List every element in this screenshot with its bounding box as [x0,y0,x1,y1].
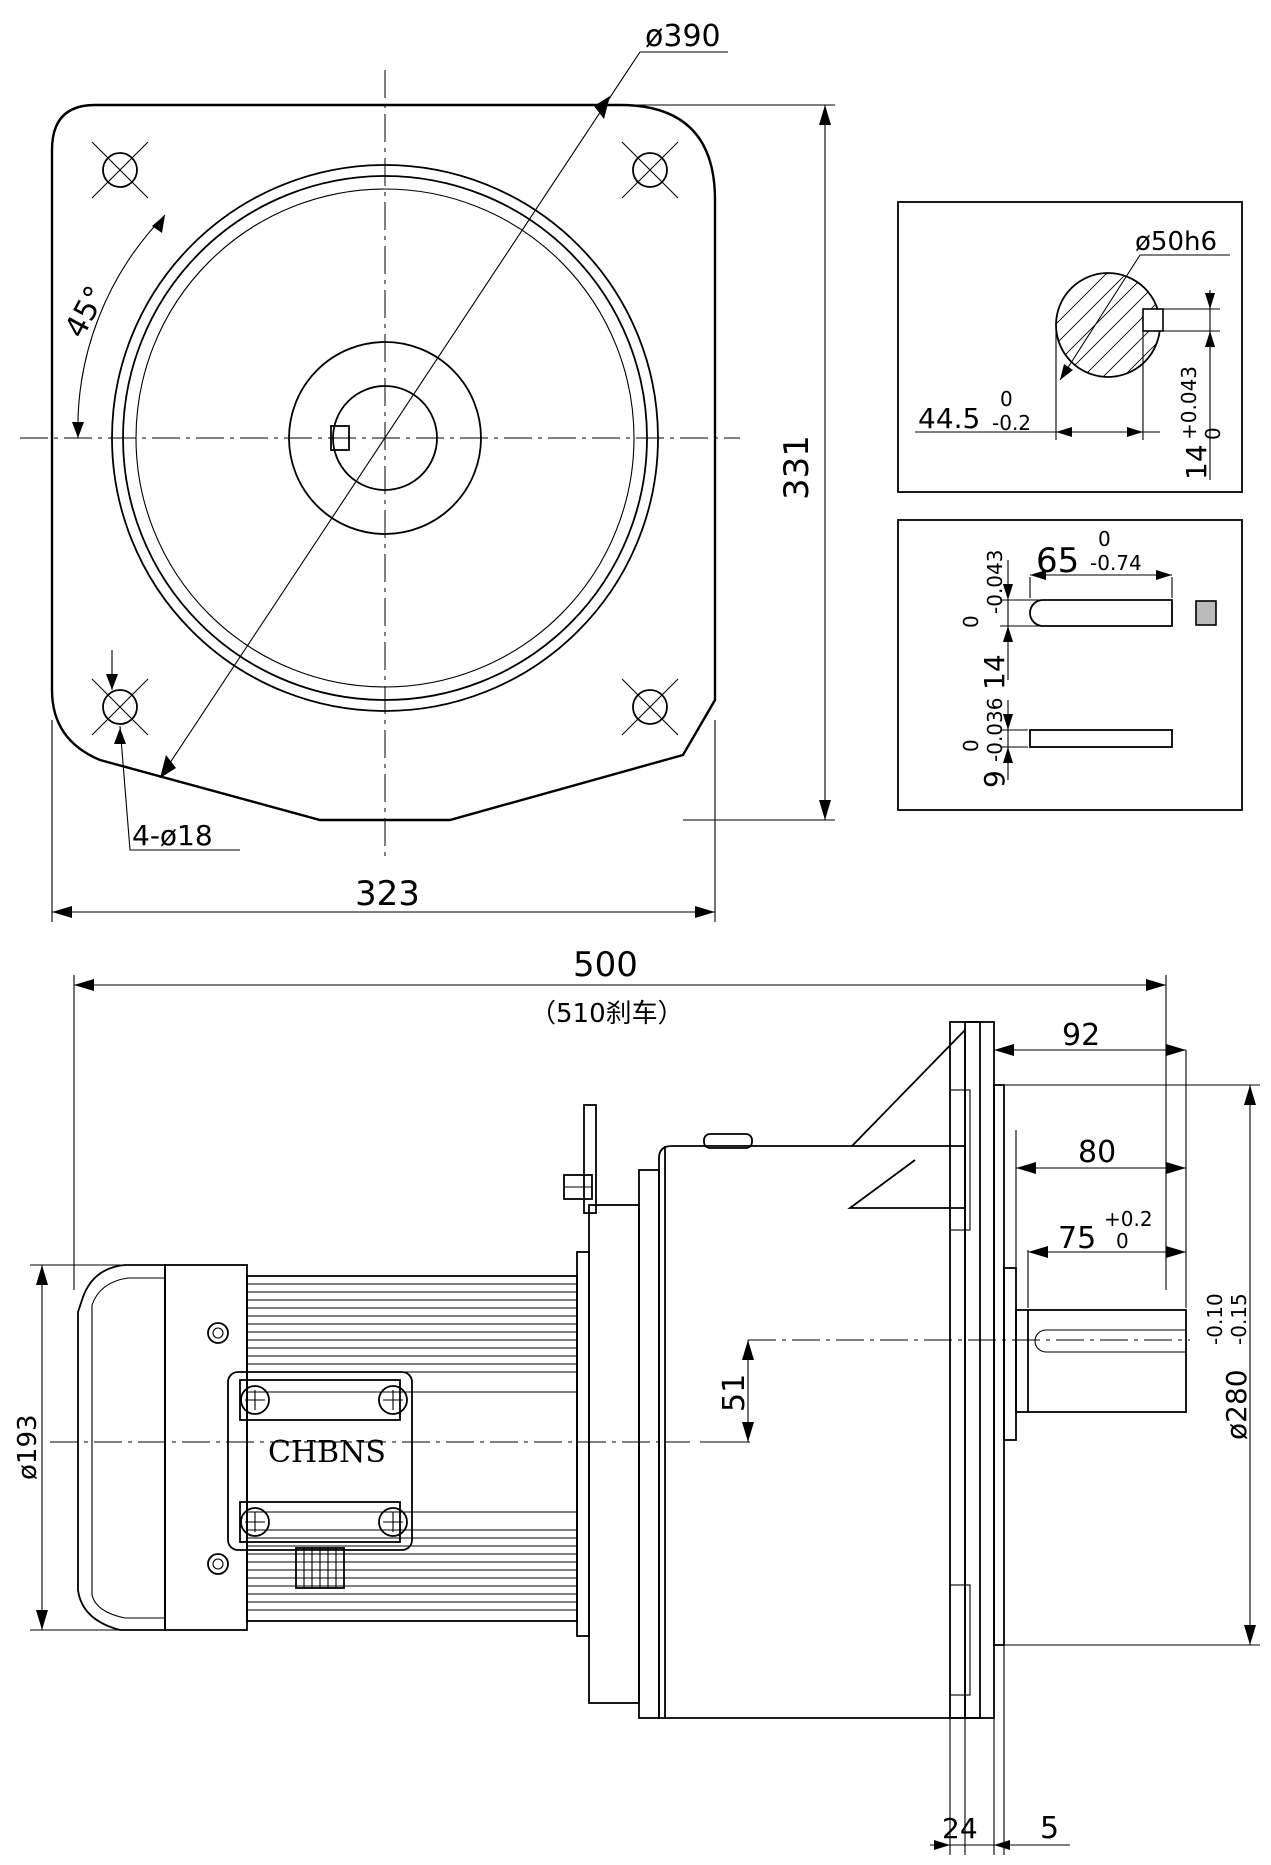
key-width-tol-lower: -0.043 [983,550,1007,614]
depth-value: 44.5 [918,402,980,435]
key-top-view [1029,599,1173,627]
holes-label: 4-ø18 [132,819,213,852]
key-tol-upper: +0.043 [1177,366,1201,440]
height-label: 331 [777,435,817,500]
hub-outer-circle [288,341,482,535]
pilot [1003,1267,1017,1441]
key-width-value: 14 [978,654,1011,690]
shaft-diameter-label: ø50h6 [1135,227,1217,257]
housing-circle-3 [135,188,635,688]
total-length-note: （510刹车） [530,999,684,1029]
total-length-label: 500 [573,945,638,985]
brand-label: CHBNS [268,1435,386,1470]
shaft-keyway [330,425,350,451]
key-width-tol-upper: 0 [959,615,983,628]
dim-80-label: 80 [1078,1135,1116,1170]
key-side-view [1029,729,1173,748]
key-height-tol-lower: -0.036 [983,698,1007,762]
output-flange [949,1021,995,1719]
depth-tol-upper: 0 [1000,387,1013,411]
key-value: 14 [1180,444,1213,480]
pilot-dia-value: ø280 [1220,1369,1253,1440]
pilot-dia-tol-upper: -0.10 [1203,1293,1227,1345]
gusset [847,1027,966,1209]
dim-5-label: 5 [1040,1811,1059,1846]
angle-label: 45° [58,280,114,343]
motor-rear-flange [164,1264,248,1631]
motor-end-cap [77,1264,166,1631]
motor-dia-label: ø193 [13,1414,43,1480]
housing-circle-2 [122,175,648,701]
key-detail-panel: 65 0 -0.74 14 0 -0.043 9 0 -0.036 [897,519,1243,811]
key-length-value: 65 [1036,541,1079,581]
brake-plate [583,1104,597,1214]
motor-fins [247,1283,577,1611]
width-label: 323 [355,874,420,914]
dim-75-tol-upper: +0.2 [1104,1207,1153,1231]
key-end-view [1195,600,1217,626]
shaft-section-panel: ø50h6 44.5 0 -0.2 14 +0.043 0 [897,201,1243,493]
mounting-holes [91,141,679,736]
side-view: 500 （510刹车） [13,945,1260,1855]
pilot-dia-tol-lower: -0.15 [1227,1293,1251,1345]
bolt-circle-label: ø390 [645,19,721,54]
key-length-tol-upper: 0 [1098,527,1111,551]
dim-75-tol-lower: 0 [1116,1229,1129,1253]
front-view: ø390 45° 4-ø18 323 331 [20,19,835,922]
depth-tol-lower: -0.2 [992,411,1031,435]
offset-label: 51 [717,1374,752,1412]
dim-92-label: 92 [1062,1018,1100,1053]
output-shaft [1015,1309,1187,1413]
dim-24-label: 24 [942,1812,978,1845]
key-height-value: 9 [978,770,1011,788]
key-length-tol-lower: -0.74 [1090,551,1142,575]
gearbox-housing [638,1169,660,1719]
shaft-circle [332,385,438,491]
key-tol-lower: 0 [1201,427,1225,440]
output-shaft-keyway [1034,1329,1186,1353]
dim-75-value: 75 [1058,1221,1096,1256]
flange-outline [50,103,717,822]
housing-outer-circle [111,164,659,712]
key-height-tol-upper: 0 [959,739,983,752]
terminal-screws [240,1385,408,1537]
